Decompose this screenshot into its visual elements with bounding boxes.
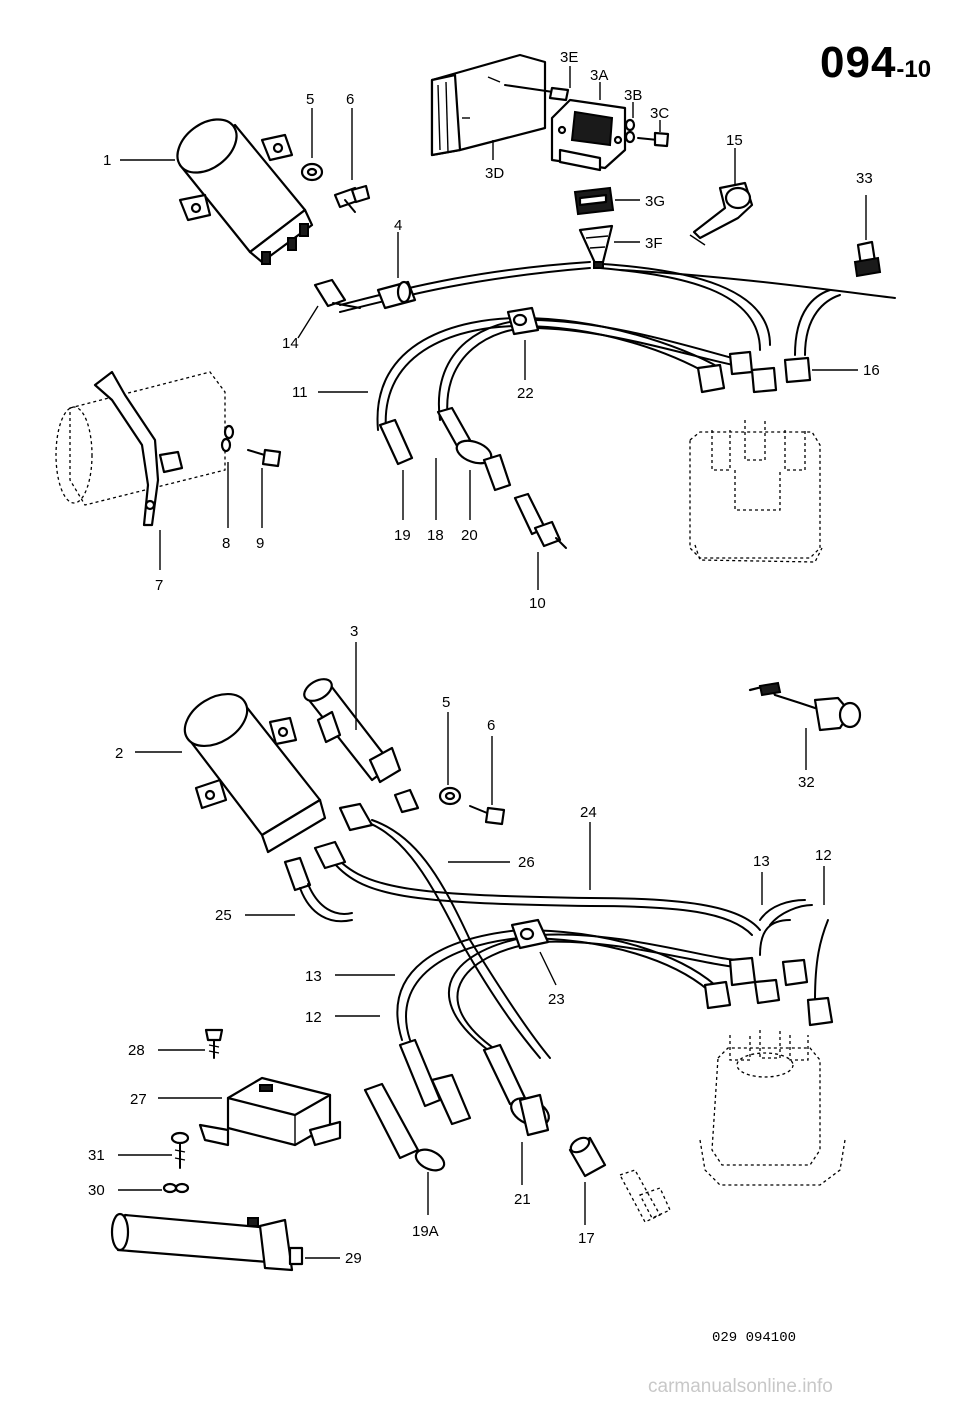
callout-12-lower: 12 (305, 1009, 322, 1026)
plug-connector-21 (482, 1043, 550, 1137)
control-unit-bracket-3d (430, 53, 547, 157)
callout-24: 24 (580, 804, 597, 821)
callout-30: 30 (88, 1182, 105, 1199)
callout-26: 26 (518, 854, 535, 871)
page-number-separator: - (896, 56, 905, 83)
callout-9: 9 (256, 535, 264, 552)
callout-14: 14 (282, 335, 299, 352)
watermark: carmanualsonline.info (648, 1376, 833, 1397)
bolt-6-upper (333, 184, 371, 213)
callout-17: 17 (578, 1230, 595, 1247)
voltage-regulator-27 (198, 1076, 342, 1147)
callout-13-upper: 13 (753, 853, 770, 870)
page-number: 094-10 (820, 38, 931, 88)
spark-plug-dashed (619, 1169, 671, 1223)
wiring-harness-lower (313, 802, 813, 1059)
callout-5-lower: 5 (442, 694, 450, 711)
callout-15: 15 (726, 132, 743, 149)
plug-connector-18 (436, 406, 512, 492)
sensor-32 (748, 681, 862, 732)
connector-25 (283, 856, 353, 923)
coil-bracket-7 (55, 370, 226, 527)
callout-19: 19 (394, 527, 411, 544)
callout-18: 18 (427, 527, 444, 544)
spark-plug-connector-10 (513, 492, 567, 549)
callout-8: 8 (222, 535, 230, 552)
page-number-sub: 10 (904, 56, 932, 83)
washer-30 (162, 1182, 190, 1194)
plug-33 (853, 240, 882, 278)
callout-3d: 3D (485, 165, 504, 182)
ignition-coil-2 (183, 692, 420, 854)
callout-19a: 19A (412, 1223, 439, 1240)
washer-5-upper (300, 162, 324, 182)
screw-31 (170, 1131, 190, 1169)
bolt-9 (247, 448, 282, 468)
callout-33: 33 (856, 170, 873, 187)
callout-25: 25 (215, 907, 232, 924)
callout-1: 1 (103, 152, 111, 169)
callout-3f: 3F (645, 235, 663, 252)
callout-28: 28 (128, 1042, 145, 1059)
page-number-main: 094 (820, 38, 897, 87)
callout-2: 2 (115, 745, 123, 762)
connector-3g (573, 186, 615, 216)
spark-plug-boot-17 (568, 1136, 607, 1178)
callout-29: 29 (345, 1250, 362, 1267)
callout-10: 10 (529, 595, 546, 612)
callout-6-lower: 6 (487, 717, 495, 734)
washer-5-lower (438, 786, 462, 806)
suppressor-29 (110, 1212, 304, 1272)
callout-23: 23 (548, 991, 565, 1008)
callout-3a: 3A (590, 67, 608, 84)
callout-20: 20 (461, 527, 478, 544)
ignition-coil-1 (176, 118, 314, 265)
screw-3e (504, 84, 570, 102)
wiring-harness-upper (313, 261, 896, 356)
callout-31: 31 (88, 1147, 105, 1164)
callout-16: 16 (863, 362, 880, 379)
callout-11: 11 (292, 384, 308, 401)
callout-3: 3 (350, 623, 358, 640)
rubber-boot-3f (578, 224, 614, 269)
callout-13-lower: 13 (305, 968, 322, 985)
ignition-leads-upper (376, 306, 812, 431)
washer-3b (624, 118, 636, 144)
callout-6-upper: 6 (346, 91, 354, 108)
callout-32: 32 (798, 774, 815, 791)
callout-27: 27 (130, 1091, 147, 1108)
distributor-cap-upper (689, 420, 823, 563)
screw-28 (204, 1028, 224, 1059)
plug-connector-19 (378, 418, 414, 466)
ignition-control-unit-3a (550, 98, 627, 172)
connector-15 (689, 181, 754, 246)
callout-3c: 3C (650, 105, 669, 122)
callout-3e: 3E (560, 49, 578, 66)
bolt-6-lower (469, 805, 506, 826)
washer-8 (220, 424, 235, 453)
screw-3c (637, 131, 670, 148)
catalog-code: 029 094100 (712, 1330, 797, 1346)
callout-3g: 3G (645, 193, 665, 210)
plug-connector-19a (363, 1038, 472, 1172)
callout-22: 22 (517, 385, 534, 402)
callout-7: 7 (155, 577, 163, 594)
callout-21: 21 (514, 1191, 531, 1208)
ignition-leads-lower (396, 918, 834, 1051)
callout-5-upper: 5 (306, 91, 314, 108)
ignition-module-3 (303, 678, 402, 784)
callout-4: 4 (394, 217, 402, 234)
distributor-cap-lower (699, 1030, 846, 1186)
callout-12-upper: 12 (815, 847, 832, 864)
callout-3b: 3B (624, 87, 642, 104)
